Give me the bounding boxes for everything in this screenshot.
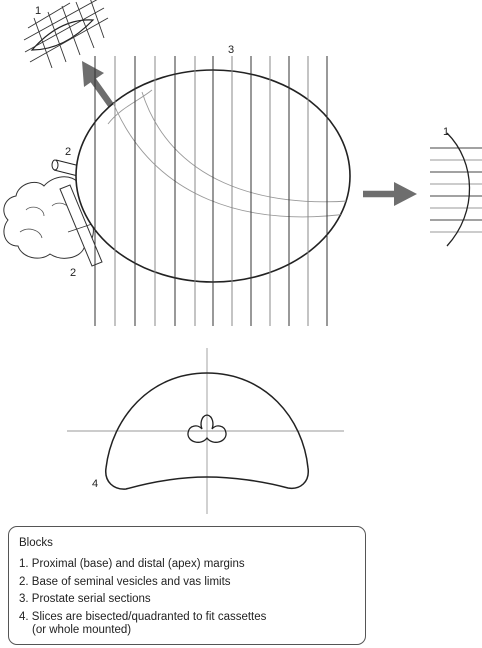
label-vesicle-top: 2	[65, 146, 72, 158]
label-slice: 4	[92, 478, 99, 490]
legend-item-3: 3. Prostate serial sections	[19, 593, 151, 605]
arrow-right	[363, 182, 417, 206]
legend-list: 1. Proximal (base) and distal (apex) mar…	[19, 556, 355, 637]
legend-item-4-continuation: (or whole mounted)	[32, 624, 132, 636]
base-margin-slice	[430, 132, 482, 247]
seminal-vesicle-block	[59, 184, 103, 267]
internal-contours	[107, 89, 350, 218]
slice-outline	[105, 372, 309, 490]
legend-title: Blocks	[19, 537, 53, 549]
urethra-outline	[187, 414, 227, 443]
label-vesicle-bottom: 2	[70, 267, 77, 279]
legend-box: Blocks 1. Proximal (base) and distal (ap…	[8, 526, 366, 645]
arrow-up-left	[82, 61, 116, 110]
label-serial-sections: 3	[228, 44, 235, 56]
cross-section-slice	[67, 348, 344, 514]
legend-item-2: 2. Base of seminal vesicles and vas limi…	[19, 575, 231, 588]
label-margin-apex: 1	[35, 5, 42, 17]
serial-section-lines	[94, 56, 328, 326]
legend-item-1: 1. Proximal (base) and distal (apex) mar…	[19, 558, 245, 570]
apex-margin-slice	[23, 0, 109, 69]
legend-item-4: 4. Slices are bisected/quadranted to fit…	[19, 610, 267, 623]
label-margin-base: 1	[443, 126, 450, 138]
